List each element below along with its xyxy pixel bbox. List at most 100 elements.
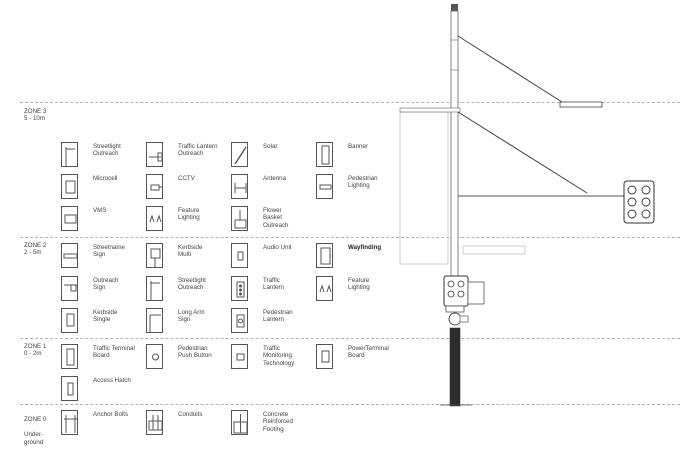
- legend-label-audio-unit: Audio Unit: [263, 244, 292, 251]
- zone-3-range: 5 - 10m: [24, 115, 45, 123]
- zone-2-range: 2 - 5m: [24, 249, 42, 257]
- legend-label-vms: VMS: [93, 207, 107, 214]
- legend-label-flower-basket-outreach: Flower Basket Outreach: [263, 207, 289, 229]
- power-terminal-icon: [316, 344, 333, 369]
- legend-label-traffic-terminal-board: Traffic Terminal Board: [93, 345, 135, 360]
- legend-item-kerbside-multi: Kerbside Multi: [146, 243, 230, 273]
- push-button-icon: [146, 344, 163, 369]
- pole-elevation-drawing: [399, 4, 655, 407]
- monitoring-icon: [231, 344, 248, 369]
- legend-item-streetname-sign: Streetname Sign: [61, 243, 145, 273]
- conduits-icon: [146, 410, 163, 435]
- upper-pole-section: [450, 10, 459, 277]
- long-arm-sign-icon: [146, 308, 163, 333]
- legend-label-anchor-bolts: Anchor Bolts: [93, 411, 129, 418]
- legend-item-wayfinding: Wayfinding: [316, 243, 400, 273]
- push-button-unit: [448, 312, 462, 326]
- legend-item-streetlight-outreach: Streetlight Outreach: [61, 142, 145, 172]
- pole-mounted-traffic-lantern: [443, 275, 485, 307]
- rear-sign-panel: [399, 111, 449, 265]
- legend-item-traffic-terminal-board: Traffic Terminal Board: [61, 344, 145, 374]
- pole-finial: [451, 4, 458, 11]
- legend-item-feature-lighting-z2: Feature Lighting: [316, 276, 400, 306]
- equipment-collar: [445, 305, 465, 313]
- feature-lighting-icon: [316, 276, 333, 301]
- audio-unit-icon: [231, 243, 248, 268]
- legend-label-solar: Solar: [263, 143, 278, 150]
- zone-2-label: ZONE 2 2 - 5m: [24, 242, 46, 257]
- legend-label-wayfinding: Wayfinding: [348, 244, 382, 251]
- legend-item-outreach-sign: Outreach Sign: [61, 276, 145, 306]
- zone-2-top-line: [20, 237, 680, 238]
- legend-item-access-hatch: Access Hatch: [61, 376, 145, 406]
- lower-pole-section: [449, 327, 461, 407]
- cctv-camera-icon: [146, 174, 163, 199]
- legend-item-kerbside-single: Kerbside Single: [61, 308, 145, 338]
- footing-icon: [231, 410, 248, 435]
- legend-item-feature-lighting: Feature Lighting: [146, 206, 230, 236]
- legend-item-banner: Banner: [316, 142, 400, 172]
- legend-item-solar: Solar: [231, 142, 315, 172]
- banner-icon: [316, 142, 333, 167]
- legend-label-banner: Banner: [348, 143, 368, 150]
- legend-item-streetlight-outreach-z2: Streetlight Outreach: [146, 276, 230, 306]
- vms-sign-icon: [61, 206, 78, 231]
- legend-label-feature-lighting: Feature Lighting: [178, 207, 200, 222]
- zone-0-title: ZONE 0: [24, 416, 47, 424]
- legend-item-anchor-bolts: Anchor Bolts: [61, 410, 145, 440]
- legend-item-pedestrian-lighting: Pedestrian Lighting: [316, 174, 400, 204]
- legend-label-kerbside-single: Kerbside Single: [93, 309, 118, 324]
- access-hatch-icon: [61, 376, 78, 401]
- legend-item-audio-unit: Audio Unit: [231, 243, 315, 273]
- streetlight-outreach-icon: [61, 142, 78, 167]
- upper-outreach-arm: [457, 35, 563, 103]
- legend-label-power-terminal-board: PowerTerminal Board: [348, 345, 389, 360]
- streetname-sign-icon: [61, 243, 78, 268]
- legend-item-pedestrian-push-button: Pedestrian Push Button: [146, 344, 230, 374]
- traffic-lantern-outreach-icon: [146, 142, 163, 167]
- antenna-icon: [231, 174, 248, 199]
- pedestrian-lighting-icon: [316, 174, 333, 199]
- legend-label-pedestrian-push-button: Pedestrian Push Button: [178, 345, 212, 360]
- legend-item-concrete-reinforced-footing: Concrete Reinforced Footing: [231, 410, 315, 440]
- microcell-icon: [61, 174, 78, 199]
- side-sign-panel: [462, 245, 526, 255]
- legend-item-traffic-lantern-outreach: Traffic Lantern Outreach: [146, 142, 230, 172]
- horizontal-bracket: [399, 107, 461, 113]
- pedestrian-lantern-icon: [231, 308, 248, 333]
- legend-item-microcell: Microcell: [61, 174, 145, 204]
- legend-label-microcell: Microcell: [93, 175, 118, 182]
- legend-item-cctv: CCTV: [146, 174, 230, 204]
- kerbside-single-icon: [61, 308, 78, 333]
- legend-label-antenna: Antenna: [263, 175, 287, 182]
- zone-1-title: ZONE 1: [24, 343, 47, 350]
- solar-panel-icon: [231, 142, 248, 167]
- side-bracket: [459, 315, 469, 323]
- legend-label-outreach-sign: Outreach Sign: [93, 277, 119, 292]
- legend-item-power-terminal-board: PowerTerminal Board: [316, 344, 400, 374]
- legend-label-kerbside-multi: Kerbside Multi: [178, 244, 203, 259]
- legend-label-pedestrian-lantern: Pedestrian Lantern: [263, 309, 293, 324]
- anchor-bolts-icon: [61, 410, 78, 435]
- legend-label-traffic-monitoring-technology: Traffic Monitoring Technology: [263, 345, 295, 367]
- kerbside-multi-icon: [146, 243, 163, 268]
- terminal-board-icon: [61, 344, 78, 369]
- feature-lighting-icon: [146, 206, 163, 231]
- legend-label-streetlight-outreach: Streetlight Outreach: [93, 143, 121, 158]
- legend-label-pedestrian-lighting: Pedestrian Lighting: [348, 175, 378, 190]
- legend-label-traffic-lantern: Traffic Lantern: [263, 277, 284, 292]
- wayfinding-icon: [316, 243, 333, 268]
- outreach-sign-icon: [61, 276, 78, 301]
- streetlight-outreach-icon: [146, 276, 163, 301]
- legend-label-traffic-lantern-outreach: Traffic Lantern Outreach: [178, 143, 218, 158]
- legend-item-long-arm-sign: Long Arm Sign: [146, 308, 230, 338]
- legend-item-pedestrian-lantern: Pedestrian Lantern: [231, 308, 315, 338]
- zone-3-title: ZONE 3: [24, 108, 47, 115]
- legend-label-cctv: CCTV: [178, 175, 195, 182]
- traffic-lantern-outreach: [623, 180, 655, 224]
- zone-1-top-line: [20, 338, 680, 339]
- zone-1-label: ZONE 1 0 - 2m: [24, 343, 46, 358]
- legend-label-streetlight-outreach-z2: Streetlight Outreach: [178, 277, 206, 292]
- upper-luminaire: [559, 101, 603, 108]
- legend-label-streetname-sign: Streetname Sign: [93, 244, 125, 259]
